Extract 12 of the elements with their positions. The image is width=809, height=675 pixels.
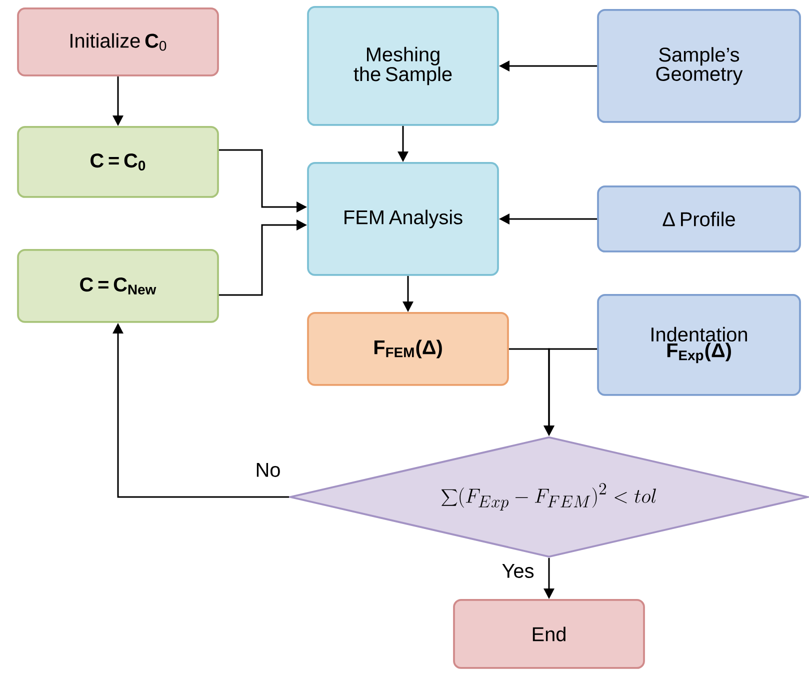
process-box: C = C$_{0}$ <box>17 126 219 198</box>
input-box: Indentation F$_{Exp}$(Δ) <box>597 294 801 396</box>
input-box: Sample’s Geometry <box>597 9 801 123</box>
process-box: FEM Analysis <box>307 162 499 276</box>
output-box: F$_{FEM}$(Δ) <box>307 312 509 386</box>
edge-label: Yes <box>502 564 534 578</box>
start-box: Initialize C$_{0}$ <box>17 8 219 76</box>
process-box: Meshing the Sample <box>307 6 499 126</box>
input-box: Δ Profile <box>597 186 801 252</box>
end-box: End <box>453 599 645 669</box>
process-box: C = C$_{New}$ <box>17 249 219 323</box>
edge-label: No <box>256 463 280 477</box>
